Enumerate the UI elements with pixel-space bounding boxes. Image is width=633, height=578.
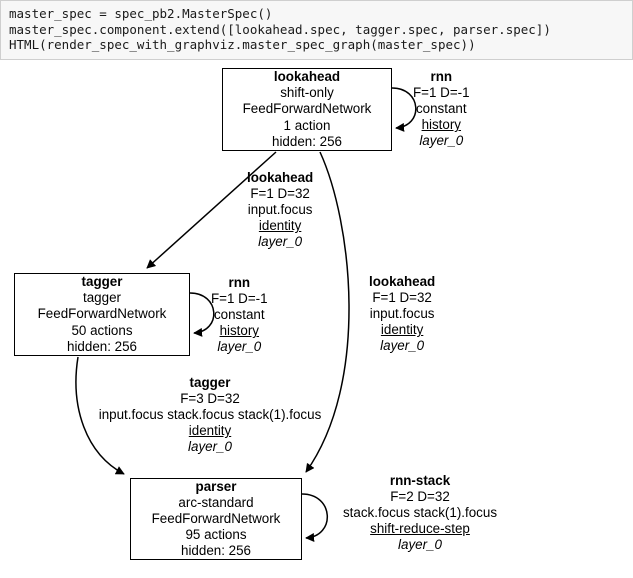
edge-label-name: rnn-stack (389, 473, 451, 488)
edge-tagger-self-rnn (189, 292, 215, 337)
node-parser-title: parser (195, 478, 237, 494)
edge-label-layer: layer_0 (398, 537, 442, 553)
edge-label-lookahead-self-rnn: rnn F=1 D=-1 constant history layer_0 (413, 69, 470, 149)
edge-label-source-layer: history (421, 117, 462, 133)
edge-label-source-layer: identity (380, 322, 424, 338)
edge-tagger-to-parser (75, 356, 125, 475)
node-tagger-hidden: hidden: 256 (67, 338, 137, 354)
node-lookahead-actions: 1 action (283, 117, 331, 133)
node-lookahead-network: FeedForwardNetwork (242, 101, 372, 117)
graph-edges-canvas (75, 87, 417, 542)
edge-lookahead-self-rnn (391, 87, 417, 132)
master-spec-graph: lookahead shift-only FeedForwardNetwork … (0, 52, 633, 578)
edge-label-source-layer: history (219, 323, 260, 339)
edge-label-features: input.focus stack.focus stack(1).focus (98, 407, 322, 423)
edge-label-layer: layer_0 (419, 133, 464, 149)
edge-label-fd: F=1 D=-1 (413, 85, 470, 101)
edge-label-tagger-to-parser: tagger F=3 D=32 input.focus stack.focus … (80, 375, 340, 455)
edge-label-name: tagger (189, 375, 231, 390)
node-lookahead[interactable]: lookahead shift-only FeedForwardNetwork … (222, 68, 392, 151)
node-parser-transition-system: arc-standard (178, 494, 254, 510)
edge-label-layer: layer_0 (188, 439, 232, 455)
node-lookahead-hidden: hidden: 256 (272, 133, 342, 149)
edge-label-features: constant (415, 101, 467, 117)
edge-label-layer: layer_0 (217, 339, 262, 355)
node-lookahead-transition-system: shift-only (280, 85, 334, 101)
edge-label-fd: F=1 D=-1 (211, 291, 268, 307)
edge-label-fd: F=1 D=32 (372, 290, 432, 306)
edge-label-features: stack.focus stack(1).focus (342, 505, 498, 521)
edge-lookahead-to-tagger (146, 151, 277, 269)
edge-label-parser-self-rnn-stack: rnn-stack F=2 D=32 stack.focus stack(1).… (320, 473, 520, 553)
edge-label-name: rnn (228, 275, 251, 290)
edge-label-layer: layer_0 (258, 234, 303, 250)
edge-label-features: constant (213, 307, 265, 323)
edge-label-source-layer: identity (258, 218, 302, 234)
node-parser-network: FeedForwardNetwork (151, 510, 281, 526)
node-parser[interactable]: parser arc-standard FeedForwardNetwork 9… (130, 478, 302, 560)
edge-label-name: lookahead (369, 274, 436, 289)
node-tagger-actions: 50 actions (71, 322, 133, 338)
edge-label-source-layer: identity (188, 423, 232, 439)
edge-label-features: input.focus (247, 202, 313, 218)
edge-label-name: lookahead (247, 170, 314, 185)
edge-label-layer: layer_0 (380, 338, 425, 354)
edge-label-fd: F=1 D=32 (250, 186, 310, 202)
node-tagger-network: FeedForwardNetwork (37, 306, 167, 322)
edge-label-name: rnn (430, 69, 453, 84)
edge-label-features: input.focus (369, 306, 435, 322)
edge-label-tagger-self-rnn: rnn F=1 D=-1 constant history layer_0 (211, 275, 268, 355)
edge-parser-self-rnn-stack (301, 493, 329, 542)
node-parser-hidden: hidden: 256 (181, 543, 251, 559)
code-text: master_spec = spec_pb2.MasterSpec() mast… (9, 6, 551, 53)
edge-label-fd: F=3 D=32 (180, 391, 240, 407)
edge-lookahead-to-parser (305, 151, 350, 473)
edge-label-lookahead-to-tagger: lookahead F=1 D=32 input.focus identity … (247, 170, 313, 250)
node-tagger-transition-system: tagger (83, 290, 121, 306)
node-parser-actions: 95 actions (185, 527, 247, 543)
edge-label-source-layer: shift-reduce-step (370, 521, 470, 537)
node-lookahead-title: lookahead (273, 69, 341, 85)
node-tagger[interactable]: tagger tagger FeedForwardNetwork 50 acti… (14, 273, 190, 356)
edge-label-lookahead-to-parser: lookahead F=1 D=32 input.focus identity … (369, 274, 435, 354)
code-input-cell[interactable]: master_spec = spec_pb2.MasterSpec() mast… (0, 0, 633, 60)
edge-label-fd: F=2 D=32 (390, 489, 450, 505)
node-tagger-title: tagger (81, 274, 123, 290)
